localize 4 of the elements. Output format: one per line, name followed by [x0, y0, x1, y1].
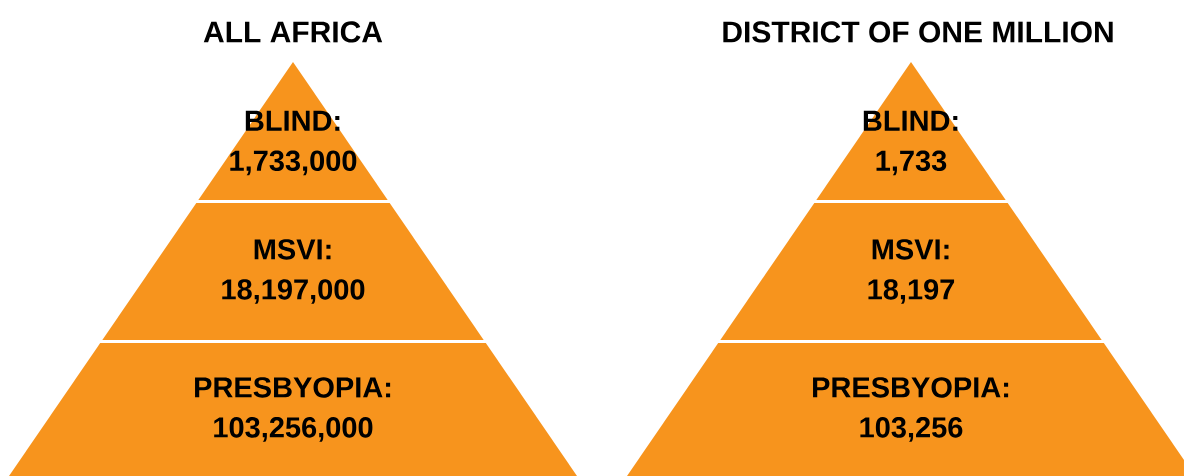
- pyramid-band: PRESBYOPIA: 103,256,000: [9, 343, 577, 476]
- pyramid-band: PRESBYOPIA: 103,256: [627, 343, 1184, 476]
- pyramid-band: MSVI: 18,197: [720, 203, 1102, 340]
- pyramid-band: MSVI: 18,197,000: [102, 203, 484, 340]
